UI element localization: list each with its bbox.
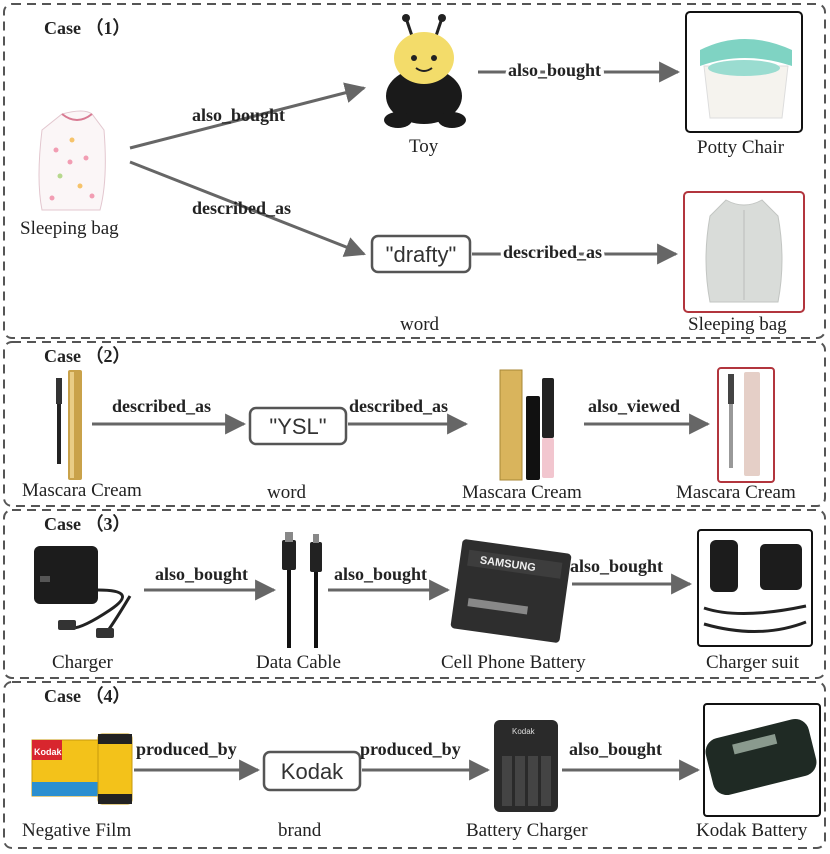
sleeping-bag-image	[38, 110, 106, 211]
edge-label-c3-also-bought-2: also_bought	[334, 564, 427, 584]
mascara-3-image	[717, 367, 775, 483]
sleeping-bag-2-image	[683, 191, 805, 313]
edge-label-c4-also-bought: also_bought	[569, 739, 662, 759]
toy-bee-image	[384, 14, 466, 128]
edge-label-described-as-1: described_as	[192, 198, 291, 218]
case2-title: Case （2）	[44, 346, 131, 366]
cell-phone-battery-image: SAMSUNG	[450, 539, 572, 643]
cell-phone-battery-label: Cell Phone Battery	[441, 652, 586, 673]
case3-title: Case （3）	[44, 514, 131, 534]
edge-label-described-as-2: described_as	[503, 242, 602, 262]
kodak-brand-box	[262, 750, 362, 792]
case1-title: Case （1）	[44, 18, 131, 38]
edge-sleepingbag-drafty	[129, 160, 366, 257]
edge-label-c2-described-as-2: described_as	[349, 396, 448, 416]
film-logo-text: Kodak	[34, 747, 63, 757]
battery-charger-image: Kodak	[494, 720, 558, 812]
charger-image	[34, 546, 132, 638]
edge-label-also-bought-1: also_bought	[192, 105, 285, 125]
ysl-word-box	[248, 406, 348, 446]
edge-label-produced-by-2: produced_by	[360, 739, 461, 759]
edge-label-produced-by-1: produced_by	[136, 739, 237, 759]
word-type-label: word	[400, 314, 440, 335]
case2-panel	[3, 341, 826, 507]
charger-logo-text: Kodak	[512, 727, 536, 736]
sleeping-bag-label: Sleeping bag	[20, 218, 119, 239]
mascara-1-label: Mascara Cream	[22, 480, 142, 501]
mascara-2-image	[499, 369, 554, 481]
ysl-word-text: "YSL"	[269, 414, 326, 439]
sleeping-bag-2-label: Sleeping bag	[688, 314, 787, 335]
ysl-word-type-label: word	[267, 482, 307, 503]
charger-suit-label: Charger suit	[706, 652, 800, 673]
brand-type-label: brand	[278, 820, 322, 841]
edge-sleepingbag-toy	[129, 82, 367, 150]
charger-suit-image	[697, 529, 813, 647]
potty-chair-image	[685, 11, 803, 133]
drafty-word-text: "drafty"	[386, 242, 457, 267]
negative-film-label: Negative Film	[22, 820, 131, 841]
case4-title: Case （4）	[44, 686, 131, 706]
kodak-battery-image	[703, 703, 821, 817]
toy-label: Toy	[409, 136, 439, 157]
case4-panel	[3, 681, 826, 849]
data-cable-label: Data Cable	[256, 652, 341, 673]
kodak-brand-text: Kodak	[281, 759, 344, 784]
battery-charger-label: Battery Charger	[466, 820, 588, 841]
edge-label-c3-also-bought-3: also_bought	[570, 556, 663, 576]
edge-label-also-viewed: also_viewed	[588, 396, 680, 416]
edge-label-also-bought-2: also_bought	[508, 60, 601, 80]
drafty-word-box	[370, 234, 472, 274]
potty-chair-label: Potty Chair	[697, 137, 785, 158]
kodak-battery-label: Kodak Battery	[696, 820, 808, 841]
negative-film-image: Kodak	[31, 733, 133, 805]
data-cable-image	[282, 532, 322, 648]
mascara-1-image	[56, 370, 82, 480]
charger-label: Charger	[52, 652, 114, 673]
edge-label-c3-also-bought-1: also_bought	[155, 564, 248, 584]
case3-panel	[3, 509, 826, 679]
case1-panel	[3, 3, 826, 339]
mascara-2-label: Mascara Cream	[462, 482, 582, 503]
mascara-3-label: Mascara Cream	[676, 482, 796, 503]
edge-label-c2-described-as-1: described_as	[112, 396, 211, 416]
